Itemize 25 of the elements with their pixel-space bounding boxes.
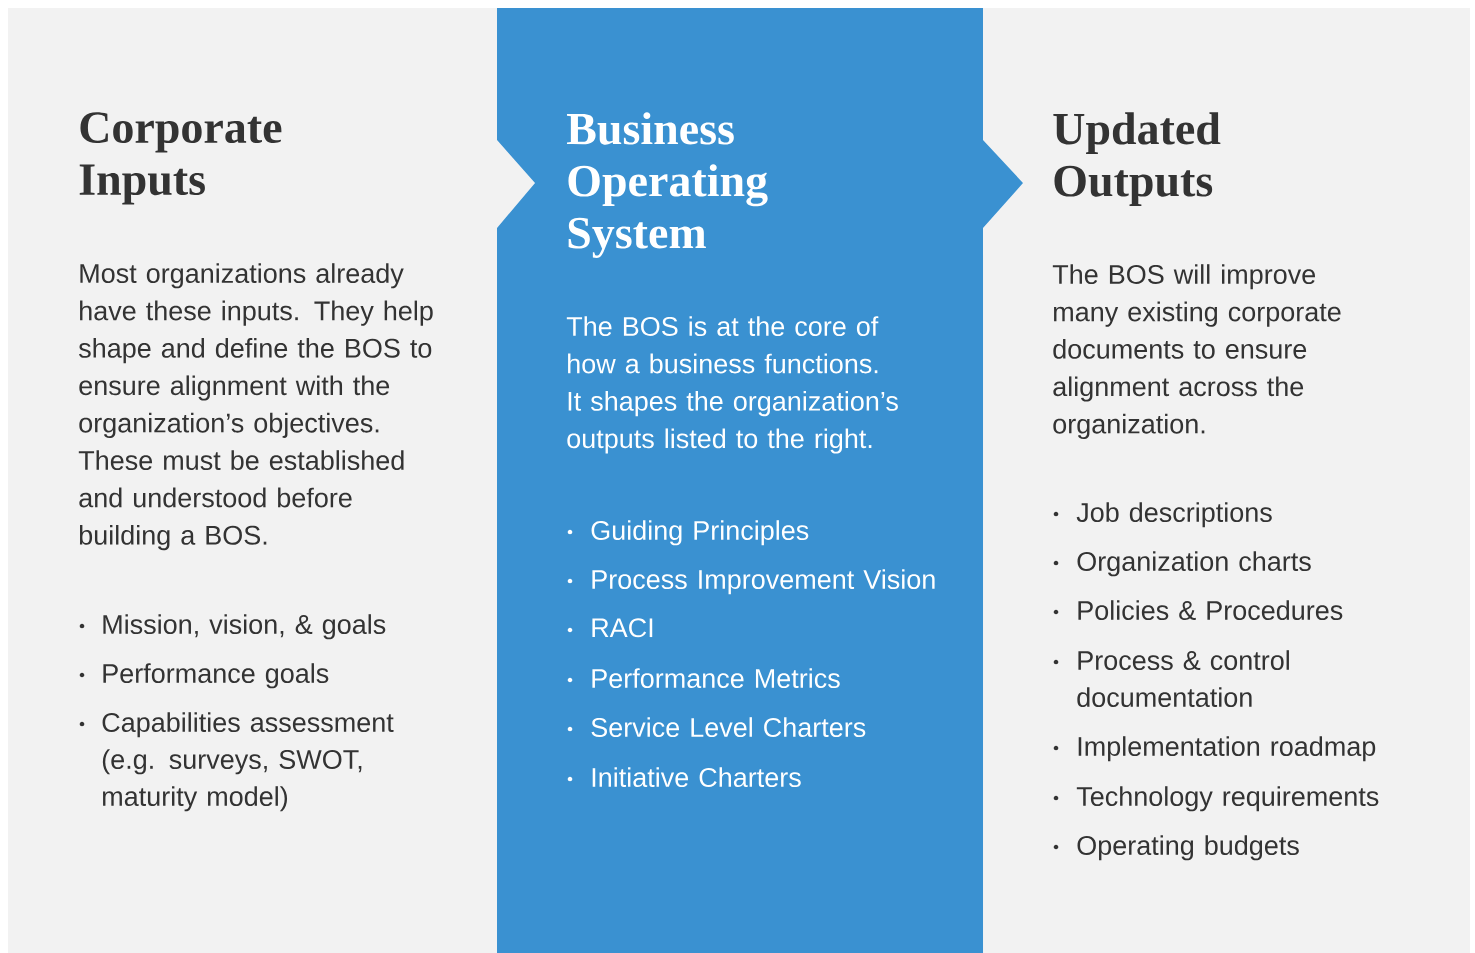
bullet-item: Process Improvement Vision	[567, 569, 935, 595]
heading: Updated Outputs	[1053, 112, 1221, 206]
bullet-item: Performance goals	[79, 663, 329, 689]
panel	[983, 8, 1470, 953]
bullet-item: Service Level Charters	[567, 717, 866, 738]
panel	[8, 8, 535, 953]
bullet-item: Initiative Charters	[567, 767, 801, 788]
bullet-item: Guiding Principles	[567, 520, 809, 546]
panel	[497, 8, 1023, 953]
bullet-item: Technology requirements	[1053, 786, 1379, 812]
bullet-item: Operating budgets	[1053, 835, 1299, 861]
paragraph: The BOS will improve many existing corporate documents to ensure alignment across the organization.	[1052, 264, 1341, 439]
bullet-item: Performance Metrics	[567, 668, 840, 689]
bullet-item: Policies & Procedures	[1053, 600, 1343, 621]
bullet-item: Capabilities assessment (e.g. surveys, SWOT, maturity model)	[79, 712, 394, 812]
bullet-item: Implementation roadmap	[1053, 736, 1376, 762]
bullet-item: Process & control documentation	[1053, 650, 1289, 708]
paragraph: Most organizations already have these inputs. They help shape and define the BOS to ensure alignment with the organization’s objectives. These must be established and understood before building a BOS.	[78, 263, 433, 551]
heading: Business Operating System	[567, 112, 768, 259]
bullet-item: RACI	[567, 618, 653, 638]
paragraph: The BOS is at the core of how a business functions. It shapes the organization’s outputs listed to the right.	[566, 316, 898, 454]
heading: Corporate Inputs	[79, 112, 282, 205]
bullet-item: Organization charts	[1053, 551, 1311, 577]
bullet-item: Mission, vision, & goals	[79, 614, 386, 640]
bullet-item: Job descriptions	[1053, 502, 1272, 528]
